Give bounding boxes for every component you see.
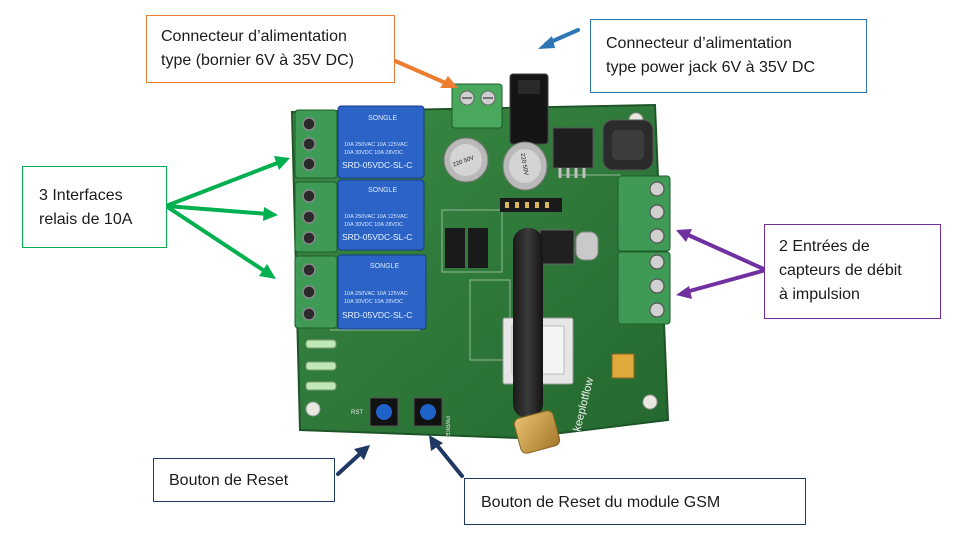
callout-power-jack-line2: type power jack 6V à 35V DC <box>606 59 815 76</box>
relay-3-brand: SONGLE <box>370 263 400 270</box>
callout-relays-line1: 3 Interfaces <box>39 187 123 204</box>
gsm-reset-button: PWRKEY <box>413 397 450 440</box>
voltage-regulator <box>552 127 594 178</box>
callout-power-terminal-line2: type (bornier 6V à 35V DC) <box>161 52 354 69</box>
arrow-gsm-reset <box>429 435 464 478</box>
capacitor-1: 220 50V <box>443 137 489 183</box>
status-leds <box>305 339 337 391</box>
pwrkey-silkscreen: PWRKEY <box>444 416 450 440</box>
capacitor-2-label: 220 50V <box>519 153 529 176</box>
relay-2-model: SRD-05VDC-SL-C <box>342 232 412 242</box>
crystal <box>575 231 599 261</box>
antenna <box>513 228 561 454</box>
arrow-reset <box>336 445 370 476</box>
reset-button: RST <box>351 397 399 427</box>
arrow-power-terminal <box>391 58 458 88</box>
callout-relays-line2: relais de 10A <box>39 211 133 228</box>
rst-silkscreen: RST <box>351 410 363 416</box>
arrow-relay-3 <box>164 204 276 279</box>
relay-2: SONGLE 10A 250VAC 10A 125VAC 10A 30VDC 1… <box>337 179 425 251</box>
callout-reset-line1: Bouton de Reset <box>169 472 289 489</box>
pulse-input-terminals <box>617 175 671 325</box>
relay-1-brand: SONGLE <box>368 115 398 122</box>
callout-pulse-inputs-line3: à impulsion <box>779 286 860 303</box>
callout-pulse-inputs: 2 Entrées de capteurs de débit à impulsi… <box>764 224 941 319</box>
microcontroller <box>539 229 575 265</box>
arrow-pulse-2 <box>676 268 768 299</box>
relay-1-rating: 10A 250VAC 10A 125VAC <box>344 142 408 148</box>
callout-gsm-reset-line1: Bouton de Reset du module GSM <box>481 494 721 511</box>
callout-pulse-inputs-line2: capteurs de débit <box>779 262 902 279</box>
relay-2-rating-2: 10A 30VDC 10A 28VDC <box>344 222 403 228</box>
relay-1: SONGLE 10A 250VAC 10A 125VAC 10A 30VDC 1… <box>337 105 425 179</box>
relay-1-model: SRD-05VDC-SL-C <box>342 160 412 170</box>
relay-2-rating: 10A 250VAC 10A 125VAC <box>344 214 408 220</box>
arrow-pulse-1 <box>676 229 768 272</box>
callout-pulse-inputs-line1: 2 Entrées de <box>779 238 870 255</box>
arrow-relay-1 <box>164 156 290 208</box>
relay-3: SONGLE 10A 250VAC 10A 125VAC 10A 30VDC 1… <box>337 254 427 330</box>
power-jack <box>509 73 549 145</box>
callout-gsm-reset: Bouton de Reset du module GSM <box>464 478 806 525</box>
arrow-power-jack <box>538 28 580 49</box>
inductor <box>602 119 654 171</box>
callout-power-jack-line1: Connecteur d’alimentation <box>606 35 792 52</box>
power-terminal-block <box>451 83 503 129</box>
relay-3-rating-2: 10A 30VDC 10A 28VDC <box>344 299 403 305</box>
relay-3-rating: 10A 250VAC 10A 125VAC <box>344 291 408 297</box>
pin-headers <box>445 198 562 268</box>
relay-terminal-blocks <box>294 109 338 329</box>
arrow-relay-2 <box>164 204 278 221</box>
relay-3-model: SRD-05VDC-SL-C <box>342 310 412 320</box>
callout-power-terminal-line1: Connecteur d’alimentation <box>161 28 347 45</box>
callout-relays: 3 Interfaces relais de 10A <box>22 166 167 248</box>
arrows <box>164 28 768 478</box>
relay-2-brand: SONGLE <box>368 187 398 194</box>
capacitor-2: 220 50V <box>502 141 548 191</box>
callout-reset: Bouton de Reset <box>153 458 335 502</box>
relay-1-rating-2: 10A 30VDC 10A 28VDC <box>344 150 403 156</box>
callout-power-jack: Connecteur d’alimentation type power jac… <box>590 19 867 93</box>
callout-power-terminal: Connecteur d’alimentation type (bornier … <box>146 15 395 83</box>
yellow-capacitor <box>611 353 635 379</box>
